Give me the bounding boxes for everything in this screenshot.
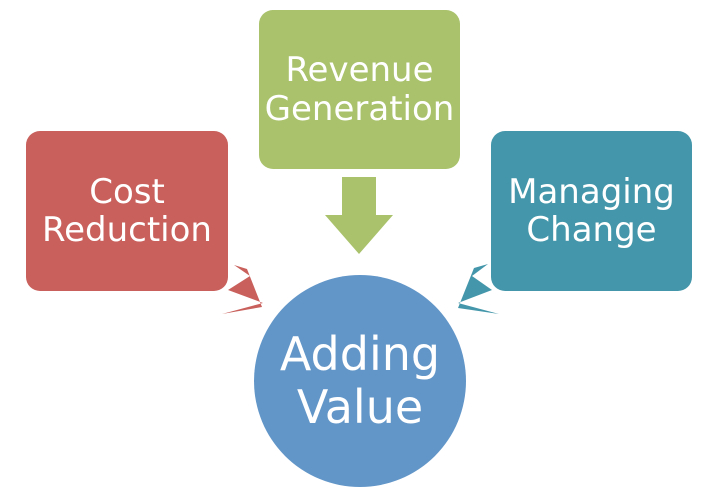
revenue-generation-line1: Revenue <box>285 50 434 91</box>
managing-change-line2: Change <box>526 210 657 250</box>
managing-change-line1: Managing <box>508 171 675 212</box>
adding-value-circle: Adding Value <box>254 275 466 487</box>
arrow-revenue-to-value <box>325 177 393 254</box>
revenue-generation-box: Revenue Generation <box>259 10 460 169</box>
adding-value-line1: Adding <box>279 327 441 382</box>
cost-reduction-line1: Cost <box>89 171 165 212</box>
adding-value-line2: Value <box>296 380 424 434</box>
managing-change-box: Managing Change <box>491 131 692 291</box>
arrow-change-to-value <box>458 264 499 314</box>
cost-reduction-line2: Reduction <box>42 210 212 250</box>
cost-reduction-box: Cost Reduction <box>26 131 228 291</box>
arrow-cost-to-value <box>222 265 263 314</box>
revenue-generation-line2: Generation <box>264 88 455 129</box>
